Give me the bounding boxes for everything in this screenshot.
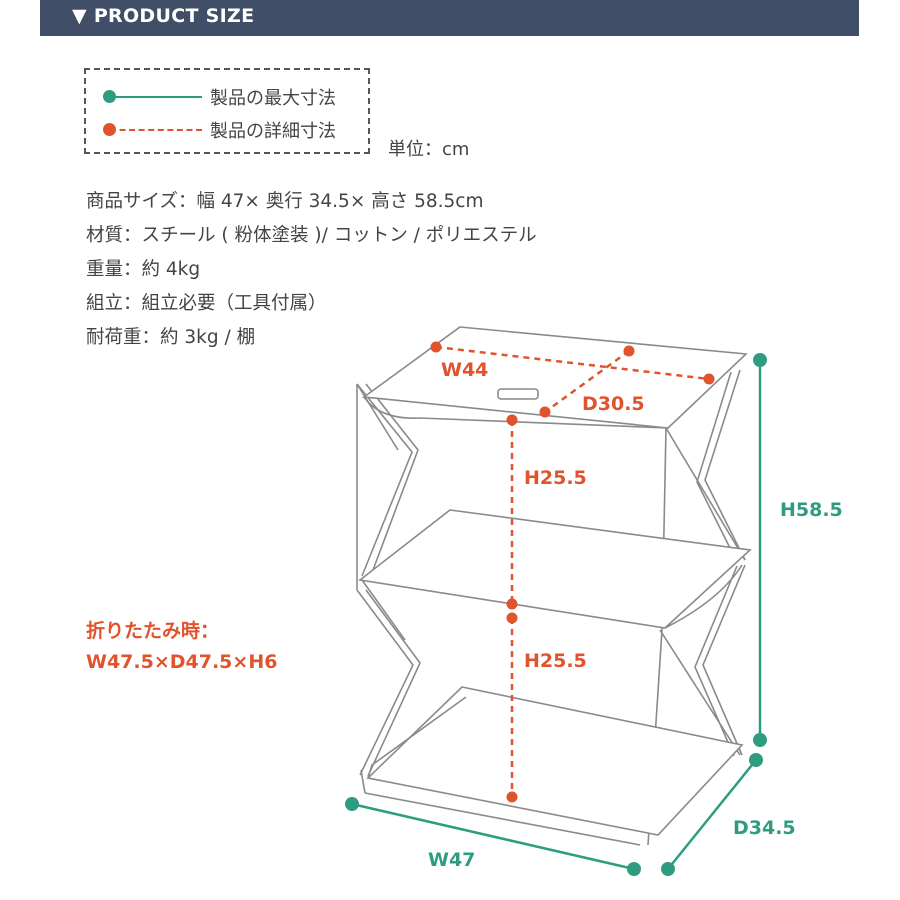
- upper-height-label: H25.5: [524, 467, 587, 489]
- handle-slot: [497, 388, 539, 400]
- green-dot-icon: [345, 797, 359, 811]
- spec-weight: 重量：約 4kg: [86, 259, 201, 280]
- top-width-label: W44: [441, 359, 488, 381]
- orange-dot-icon: [539, 406, 551, 418]
- orange-dot-icon: [703, 373, 715, 385]
- orange-dot-icon: [430, 341, 442, 353]
- orange-dot-icon: [506, 414, 518, 426]
- spec-assembly: 組立：組立必要（工具付属）: [86, 293, 327, 314]
- lower-height-label: H25.5: [524, 650, 587, 672]
- green-dot-icon: [661, 862, 675, 876]
- green-dot-icon: [103, 90, 116, 103]
- folded-dimensions: W47.5×D47.5×H6: [86, 651, 278, 673]
- max-dimensions: [351, 360, 762, 871]
- header-bar: ▼ PRODUCT SIZE: [40, 0, 859, 36]
- total-width-label: W47: [428, 849, 475, 871]
- legend-box: 製品の最大寸法 製品の詳細寸法: [84, 68, 370, 154]
- orange-dot-icon: [623, 345, 635, 357]
- detail-dimensions: [435, 345, 710, 797]
- legend-max-row: 製品の最大寸法: [86, 84, 366, 110]
- top-depth-label: D30.5: [582, 393, 645, 415]
- spec-size: 商品サイズ：幅 47× 奥行 34.5× 高さ 58.5cm: [86, 191, 484, 212]
- green-dot-icon: [749, 753, 763, 767]
- legend-max-label: 製品の最大寸法: [210, 88, 336, 109]
- orange-dot-icon: [506, 598, 518, 610]
- unit-label: 単位：cm: [388, 139, 470, 160]
- orange-dot-icon: [506, 612, 518, 624]
- orange-dot-icon: [506, 791, 518, 803]
- total-height-label: H58.5: [780, 499, 843, 521]
- total-depth-label: D34.5: [733, 817, 796, 839]
- shelves: [358, 326, 752, 836]
- middle-shelf-sag: [664, 564, 743, 629]
- spec-load: 耐荷重：約 3kg / 棚: [86, 327, 256, 348]
- green-dot-icon: [627, 862, 641, 876]
- dashed-line-icon: [110, 129, 202, 131]
- legend-detail-label: 製品の詳細寸法: [210, 121, 336, 142]
- folded-title: 折りたたみ時：: [86, 620, 220, 642]
- top-shelf-sag: [363, 396, 669, 429]
- middle-shelf: [358, 509, 752, 629]
- solid-line-icon: [110, 96, 202, 98]
- section-title: ▼ PRODUCT SIZE: [72, 5, 255, 27]
- legend-detail-row: 製品の詳細寸法: [86, 117, 366, 143]
- bottom-shelf-fabric: [367, 696, 467, 779]
- green-dot-icon: [753, 733, 767, 747]
- spec-material: 材質：スチール ( 粉体塗装 )/ コットン / ポリエステル: [86, 225, 537, 246]
- green-dot-icon: [753, 353, 767, 367]
- bottom-shelf: [366, 686, 744, 836]
- orange-dot-icon: [103, 123, 116, 136]
- rack-frame: [356, 369, 746, 846]
